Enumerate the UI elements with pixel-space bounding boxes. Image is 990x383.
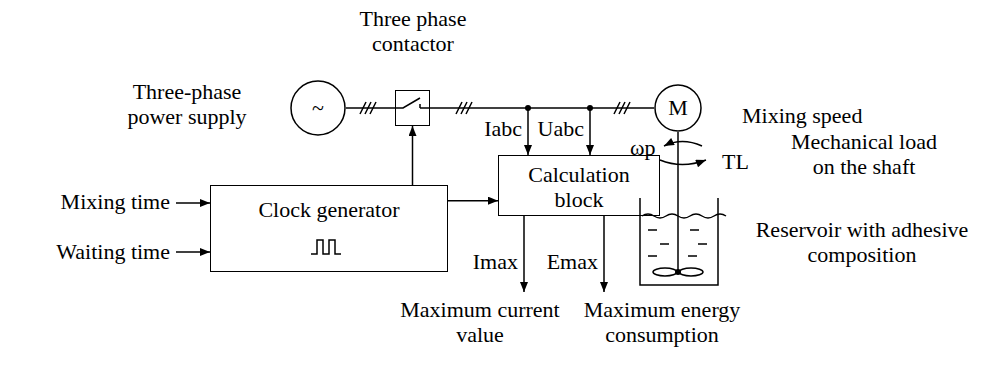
pulse-symbol [311, 240, 341, 254]
impeller-blade [679, 268, 703, 276]
contactor-box: Three phase contactor [395, 90, 430, 126]
source-symbol: ~ [312, 96, 324, 121]
input-arrow [176, 251, 210, 253]
switch-symbol [396, 98, 429, 108]
block-title: Clock generator [258, 198, 399, 223]
impeller-blade [653, 268, 677, 276]
input-label: Mixing time [61, 190, 170, 215]
output-arrow [523, 216, 525, 292]
source-label: Three-phase power supply [112, 80, 262, 129]
signal-name: TL [722, 150, 749, 175]
power-source-circle: ~Three-phase power supply [290, 80, 346, 136]
connector [448, 200, 498, 202]
liquid-dashes [648, 230, 707, 256]
current-tap [527, 108, 529, 155]
annotation: Mixing speed [742, 104, 862, 129]
motor-symbol: M [668, 96, 688, 121]
annotation: Reservoir with adhesive composition [737, 218, 987, 267]
output-label: Maximum current value [395, 298, 565, 347]
signal-name: Imax [473, 250, 518, 275]
signal-name: Uabc [538, 117, 584, 142]
signal-name: ωp [630, 136, 655, 161]
circle-outline [655, 85, 701, 131]
signal-name: Emax [547, 250, 598, 275]
motor-shaft [677, 132, 679, 270]
clock-generator-box: Clock generator [210, 185, 448, 272]
signal-name: Iabc [484, 117, 522, 142]
output-arrow [603, 216, 605, 292]
output-label: Maximum energy consumption [575, 298, 750, 347]
input-arrow [176, 202, 210, 204]
connector [346, 107, 395, 109]
circle-outline [291, 81, 345, 135]
impeller-hub [675, 269, 681, 275]
calculation-box: Calculation block [498, 155, 660, 216]
connector [412, 126, 414, 185]
load-torque-arrow [660, 160, 706, 165]
contactor-label: Three phase contactor [348, 7, 478, 56]
motor-circle: M [654, 84, 702, 132]
voltage-tap [589, 108, 591, 155]
speed-arrow [664, 142, 702, 147]
annotation: Mechanical load on the shaft [779, 130, 949, 179]
connector [430, 107, 654, 109]
block-title: Calculation block [519, 163, 639, 212]
reservoir-vessel [640, 198, 718, 285]
input-label: Waiting time [56, 240, 170, 265]
